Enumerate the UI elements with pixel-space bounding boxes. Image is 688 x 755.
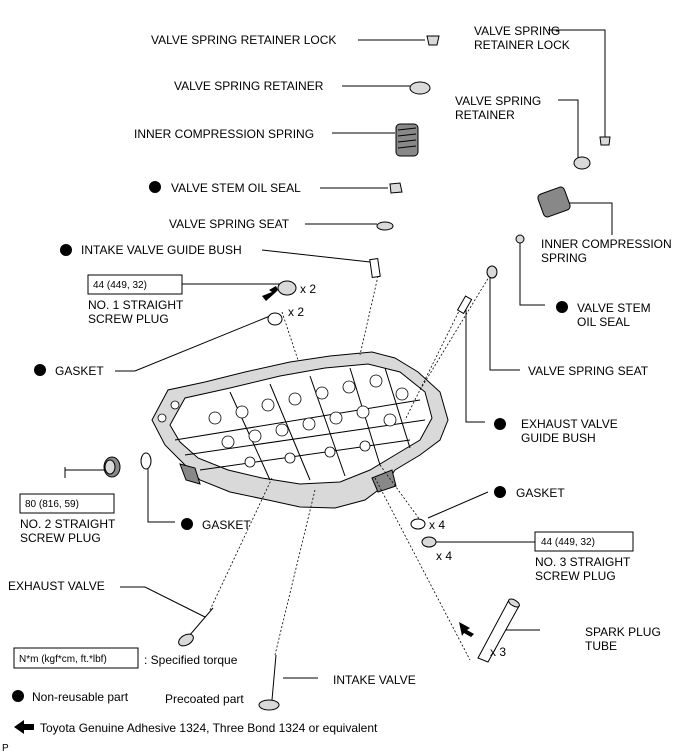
label-retainer-lock-right-line2: RETAINER LOCK <box>474 38 570 52</box>
qty-plug-no3: x 4 <box>436 549 452 563</box>
spark-plug-tube-icon <box>477 598 520 663</box>
legend-adhesive-arrow-icon <box>14 720 34 734</box>
torque-box-no2 <box>19 493 115 514</box>
plug-no1-icon <box>277 280 297 296</box>
stem-seal-right-icon <box>515 234 525 244</box>
label-retainer-right-line2: RETAINER <box>455 108 515 122</box>
legend-non-reusable: Non-reusable part <box>32 690 129 704</box>
left-valve-parts <box>103 35 440 711</box>
label-retainer-right-line1: VALVE SPRING <box>455 94 541 108</box>
retainer-lock-right-icon <box>599 136 611 146</box>
label-spark-tube-line2: TUBE <box>585 639 617 653</box>
intake-valve-icon <box>258 654 280 711</box>
label-exhaust-valve: EXHAUST VALVE <box>8 579 105 593</box>
label-gasket-right: GASKET <box>516 486 565 500</box>
cylinder-head-illustration <box>151 351 449 509</box>
legend-torque-desc: : Specified torque <box>144 653 238 667</box>
label-plug-no2-line1: NO. 2 STRAIGHT <box>20 517 116 531</box>
legend: N*m (kgf*cm, ft.*lbf) : Specified torque… <box>2 653 378 754</box>
spring-seat-left-icon <box>376 221 394 231</box>
qty-gasket-no3: x 4 <box>429 518 445 532</box>
qty-spark-tube: x 3 <box>490 645 506 659</box>
legend-torque-box <box>13 647 139 669</box>
label-inner-spring-left: INNER COMPRESSION SPRING <box>134 127 314 141</box>
label-plug-no3-line1: NO. 3 STRAIGHT <box>535 555 631 569</box>
non-reusable-markers <box>12 181 568 702</box>
label-gasket-left: GASKET <box>55 364 104 378</box>
label-plug-no1-line1: NO. 1 STRAIGHT <box>88 298 184 312</box>
part-labels: VALVE SPRING RETAINER LOCK VALVE SPRING … <box>8 24 672 687</box>
label-spring-seat-left: VALVE SPRING SEAT <box>169 217 290 231</box>
label-inner-spring-right-line1: INNER COMPRESSION <box>541 237 672 251</box>
qty-gasket-no1: x 2 <box>288 305 304 319</box>
spring-seat-right-icon <box>486 265 498 279</box>
label-spring-seat-right: VALVE SPRING SEAT <box>528 364 649 378</box>
leader-lines <box>64 29 613 679</box>
label-plug-no1-line2: SCREW PLUG <box>88 312 169 326</box>
label-stem-seal-right-line2: OIL SEAL <box>577 315 630 329</box>
label-stem-seal-left: VALVE STEM OIL SEAL <box>171 181 301 195</box>
adhesive-arrow-tube-icon <box>459 622 474 637</box>
gasket-no3-icon <box>410 518 426 530</box>
label-retainer-left: VALVE SPRING RETAINER <box>174 79 324 93</box>
label-gasket-middle: GASKET <box>202 518 251 532</box>
retainer-right-icon <box>573 156 591 170</box>
label-spark-tube-line1: SPARK PLUG <box>585 625 661 639</box>
label-stem-seal-right-line1: VALVE STEM <box>577 301 651 315</box>
label-retainer-lock-left: VALVE SPRING RETAINER LOCK <box>151 33 336 47</box>
torque-value-no3: 44 (449, 32) <box>541 537 595 548</box>
plug-no2-icon <box>103 456 121 478</box>
adhesive-arrow-icon <box>262 286 278 301</box>
label-exhaust-guide-line1: EXHAUST VALVE <box>521 417 618 431</box>
right-valve-parts <box>410 136 611 663</box>
intake-guide-bush-icon <box>369 257 381 279</box>
label-intake-guide-bush: INTAKE VALVE GUIDE BUSH <box>81 243 242 257</box>
label-exhaust-guide-line2: GUIDE BUSH <box>521 431 596 445</box>
label-plug-no3-line2: SCREW PLUG <box>535 569 616 583</box>
exhaust-valve-icon <box>178 607 214 647</box>
qty-plug-no1: x 2 <box>300 282 316 296</box>
retainer-lock-left-icon <box>426 35 440 46</box>
legend-precoated: Precoated part <box>165 692 244 706</box>
label-inner-spring-right-line2: SPRING <box>541 251 587 265</box>
torque-value-no2: 80 (816, 59) <box>25 499 79 510</box>
torque-value-no1: 44 (449, 32) <box>93 280 147 291</box>
torque-box-no3 <box>534 531 634 552</box>
stem-seal-left-icon <box>389 182 403 194</box>
gasket-no2-icon <box>140 452 152 470</box>
exhaust-guide-bush-icon <box>456 295 473 315</box>
label-plug-no2-line2: SCREW PLUG <box>20 531 101 545</box>
inner-spring-left-icon <box>395 123 419 157</box>
footer-mark: P <box>2 743 9 754</box>
retainer-left-icon <box>409 81 431 95</box>
label-retainer-lock-right-line1: VALVE SPRING <box>474 24 560 38</box>
plug-no3-icon <box>421 536 437 548</box>
torque-box-no1 <box>87 274 183 295</box>
gasket-no1-icon <box>267 312 283 326</box>
label-intake-valve: INTAKE VALVE <box>333 673 416 687</box>
legend-torque-unit: N*m (kgf*cm, ft.*lbf) <box>19 654 107 665</box>
legend-adhesive: Toyota Genuine Adhesive 1324, Three Bond… <box>40 721 378 735</box>
inner-spring-right-icon <box>537 186 571 218</box>
